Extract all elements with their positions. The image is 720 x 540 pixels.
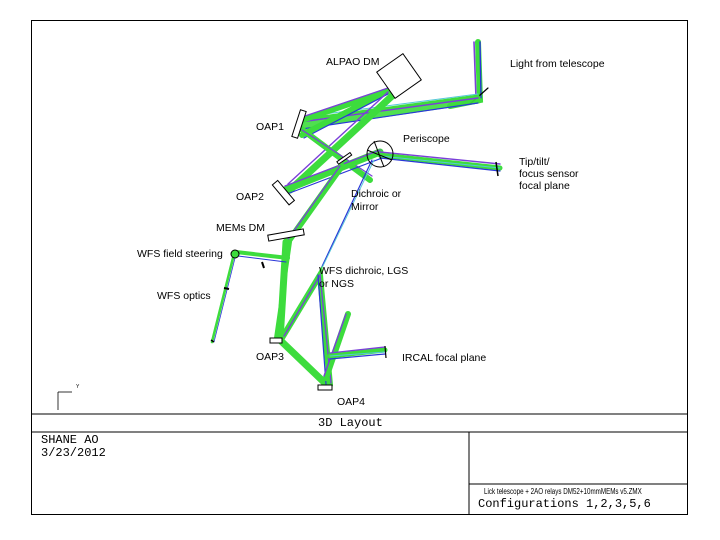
label-wfs-dichroic-1: WFS dichroic, LGS [319,265,409,277]
label-wfs-optics: WFS optics [157,290,211,302]
label-wfs-dichroic-2: or NGS [319,278,355,290]
axis-indicator [57,391,72,410]
project-name: SHANE AO [41,433,99,447]
oap3-mirror [269,337,283,344]
drawing-frame [31,20,688,515]
periscope-element [366,140,394,168]
title-block-lines [31,413,688,515]
optical-elements [210,53,499,391]
label-oap1: OAP1 [256,121,285,133]
label-ircal-focal-plane: IRCAL focal plane [402,352,487,364]
wfs-dichroic-marker [261,261,265,269]
wfs-field-steering-element [230,249,240,259]
tip-tilt-focal-plane [495,161,499,177]
alpao-dm-mirror [376,53,422,99]
label-alpao-dm: ALPAO DM [326,56,380,68]
label-tip-tilt-3: focal plane [519,180,570,192]
beam-oap2-to-periscope [281,148,503,195]
label-tip-tilt-1: Tip/tilt/ [519,156,550,168]
beam-bundles [210,39,503,390]
label-dichroic-2: Mirror [351,201,379,213]
oap4-mirror [317,384,333,391]
configurations-list: Configurations 1,2,3,5,6 [478,497,651,511]
label-mems-dm: MEMs DM [216,222,265,234]
label-axis-y: Y [76,384,80,390]
periscope-fold-2 [373,140,385,168]
mems-dm-mirror [267,228,305,242]
ircal-focal-plane-marker [384,345,387,359]
label-periscope: Periscope [403,133,450,145]
label-oap2: OAP2 [236,191,265,203]
label-oap3: OAP3 [256,351,285,363]
wfs-focal-marker [210,339,215,343]
dichroic-element [336,151,353,165]
label-dichroic-1: Dichroic or [351,188,402,200]
beam-oap4-to-ircal [323,311,388,381]
wfs-optics-marker [223,287,230,290]
beam-wfs-branch [210,250,290,344]
beam-dichroic-to-mems [285,159,375,276]
oap2-mirror [271,179,296,206]
project-date: 3/23/2012 [41,446,106,460]
view-title: 3D Layout [318,416,383,430]
label-tip-tilt-2: focus sensor [519,168,579,180]
oap1-mirror [291,109,307,139]
beam-alpao-to-oap2 [286,91,396,194]
label-oap4: OAP4 [337,396,366,408]
label-wfs-field-steering: WFS field steering [137,248,223,260]
label-light-from-telescope: Light from telescope [510,58,605,70]
zemax-file-name: Lick telescope + 2AO relays DM52+10mmMEM… [484,487,642,496]
